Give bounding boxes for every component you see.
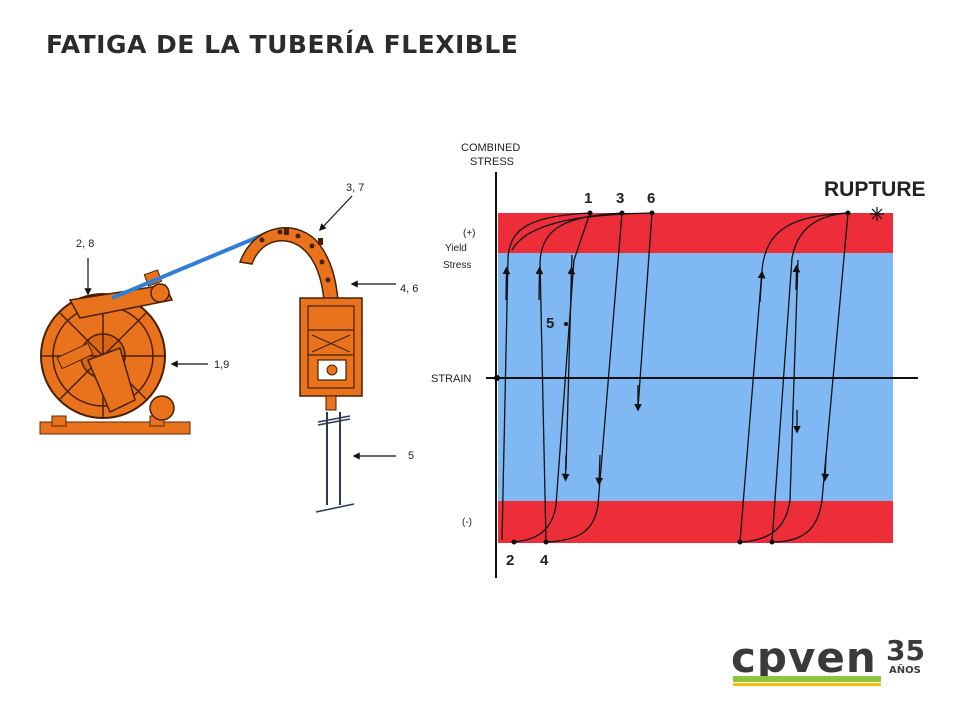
yield-label-line2: Stress	[443, 260, 471, 271]
cycle-loading-3	[539, 212, 623, 543]
logo-years-label: AÑOS	[889, 663, 921, 676]
lower-yield-band	[498, 501, 893, 543]
upper-yield-band	[498, 213, 893, 253]
cycle-late-1	[739, 212, 849, 543]
stress-strain-graph: COMBINED STRESS (+) Yield Stress STRAIN …	[431, 142, 926, 578]
cycle-late-4	[741, 259, 799, 543]
negative-label: (-)	[462, 517, 472, 528]
fatigue-cycle-curves	[501, 212, 849, 543]
callout-4-6: 4, 6	[400, 283, 418, 295]
cycle-outer-loop	[511, 212, 653, 251]
positive-label: (+)	[463, 228, 476, 239]
logo-yellow-bar	[733, 683, 881, 686]
logo-years: 35	[886, 634, 925, 667]
yield-label-line1: Yield	[445, 243, 467, 254]
callout-1-9: 1,9	[214, 359, 229, 371]
stress-axis-label-line1: COMBINED	[461, 142, 520, 154]
cycle-late-2	[771, 212, 849, 543]
logo-brand: cpven	[731, 633, 877, 682]
point-label-3: 3	[616, 190, 624, 207]
cycle-points	[511, 210, 851, 545]
rupture-label: RUPTURE	[824, 178, 926, 201]
point-label-1: 1	[584, 190, 592, 207]
callout-3-7: 3, 7	[346, 182, 364, 194]
callout-arrow-3-7	[319, 195, 353, 232]
rupture-star-icon	[870, 207, 884, 221]
cpven-35-logo: cpven 35 AÑOS	[731, 633, 925, 686]
point-label-2: 2	[506, 552, 514, 569]
point-label-4: 4	[540, 552, 549, 569]
reel-illustration	[39, 269, 191, 435]
stress-axis-label-line2: STRESS	[470, 156, 514, 168]
cycle-load-6	[637, 212, 653, 409]
injector-head-illustration	[299, 297, 363, 411]
cycle-loading-1	[501, 212, 591, 541]
callout-5: 5	[408, 450, 414, 462]
cycle-unloading-4	[547, 212, 623, 543]
slide-title: FATIGA DE LA TUBERÍA FLEXIBLE	[46, 30, 519, 59]
coiled-tubing-line	[111, 230, 271, 300]
origin-point	[494, 375, 500, 381]
curve-direction-arrows	[502, 264, 830, 486]
cycle-late-3	[771, 212, 849, 543]
point-label-5: 5	[546, 315, 554, 332]
coiled-tubing-equipment: 3, 7 2, 8 4, 6 1,9 5	[39, 182, 418, 513]
callout-2-8: 2, 8	[76, 238, 94, 250]
strain-axis-label: STRAIN	[431, 373, 471, 385]
point-label-6: 6	[647, 190, 655, 207]
downhole-tubing	[315, 412, 355, 513]
logo-green-bar	[733, 676, 881, 682]
